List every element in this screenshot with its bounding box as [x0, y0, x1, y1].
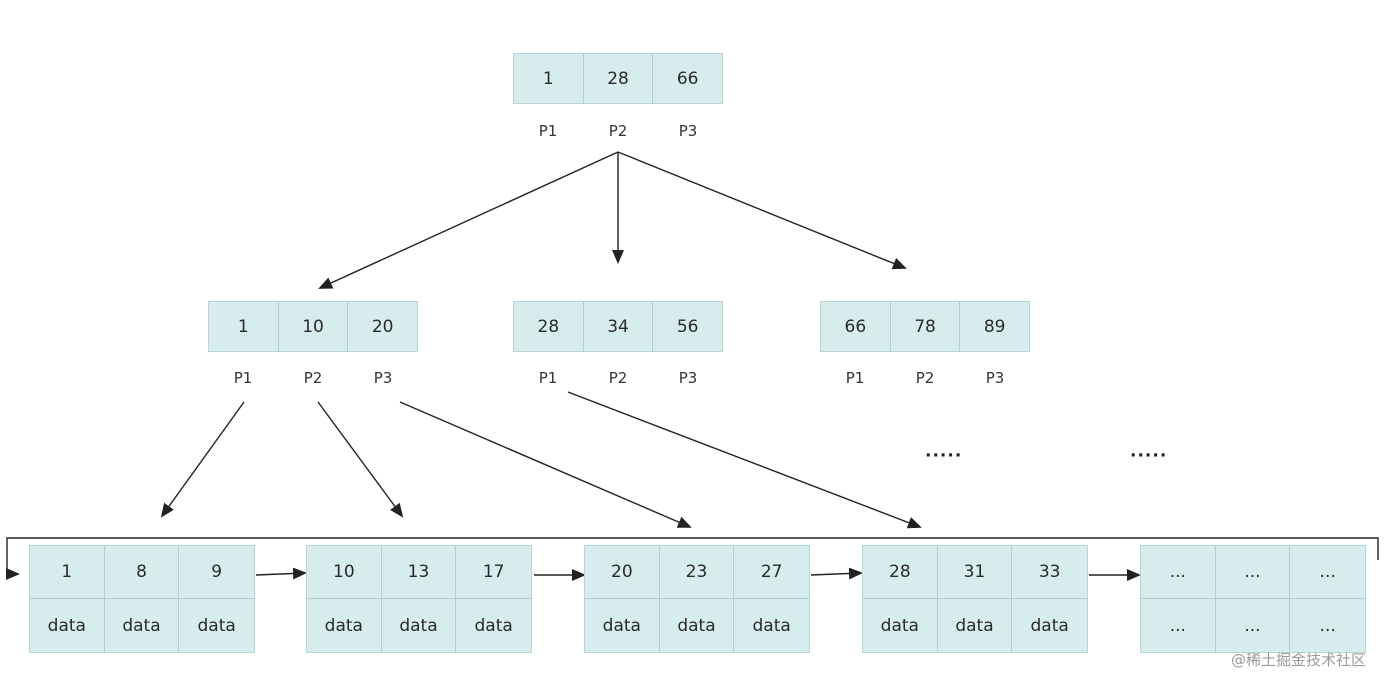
- root-pointers: P1 P2 P3: [513, 122, 723, 140]
- pointer-label: P1: [538, 369, 558, 387]
- leaf-data: data: [1030, 615, 1069, 636]
- leaf-data: data: [585, 599, 660, 652]
- edge-internal2-p1-to-leaf-4: [567, 391, 922, 529]
- root-node: 1 28 66: [513, 53, 723, 104]
- edge-root-p2-to-internal-1: [318, 151, 619, 289]
- leaf-key: 28: [863, 546, 938, 599]
- pointer-label: P2: [303, 369, 323, 387]
- pointer-label: P1: [845, 369, 865, 387]
- leaf-data: data: [863, 599, 938, 652]
- internal-3-pointers: P1 P2 P3: [820, 369, 1030, 387]
- leaf-key: ...: [1290, 546, 1365, 599]
- internal-key: 78: [891, 302, 961, 351]
- internal-node-3: 66 78 89: [820, 301, 1030, 352]
- root-key: 28: [584, 54, 654, 103]
- leaf-data: data: [938, 599, 1013, 652]
- leaf-key: ...: [1215, 546, 1291, 599]
- leaf-node-1: 1 8 9 data data data: [29, 545, 255, 653]
- leaf-node-3: 20 23 27 data data data: [584, 545, 810, 653]
- internal-key: 34: [584, 302, 654, 351]
- leaf-data: data: [660, 599, 735, 652]
- leaf-key: 13: [381, 546, 457, 599]
- edge-internal1-p3-to-leaf-3: [399, 401, 692, 528]
- internal-key: 10: [279, 302, 349, 351]
- root-key: 1: [514, 54, 584, 103]
- leaf-key: ...: [1141, 546, 1216, 599]
- leaf-key: 31: [937, 546, 1013, 599]
- leaf-data: data: [752, 615, 791, 636]
- edge-root-p2-to-internal-3: [617, 151, 907, 270]
- internal-key: 1: [209, 302, 279, 351]
- pointer-label: P2: [608, 122, 628, 140]
- internal-key: 66: [821, 302, 891, 351]
- leaf-link-1: [255, 567, 307, 580]
- internal-2-pointers: P1 P2 P3: [513, 369, 723, 387]
- leaf-link-3: [810, 567, 863, 580]
- ellipsis-marker: ·····: [925, 446, 963, 466]
- internal-key: 20: [371, 316, 394, 337]
- pointer-label: P3: [985, 369, 1005, 387]
- leaf-key: 9: [179, 546, 254, 599]
- internal-1-pointers: P1 P2 P3: [208, 369, 418, 387]
- internal-key: 56: [676, 316, 699, 337]
- leaf-key: 8: [104, 546, 180, 599]
- leaf-data: data: [307, 599, 382, 652]
- leaf-node-5: ... ... ... ... ... ...: [1140, 545, 1366, 653]
- leaf-key: 20: [585, 546, 660, 599]
- leaf-data: data: [105, 599, 180, 652]
- leaf-key: 17: [456, 546, 531, 599]
- internal-node-2: 28 34 56: [513, 301, 723, 352]
- internal-key: 89: [983, 316, 1006, 337]
- edge-internal1-p1-to-leaf-1: [160, 401, 245, 518]
- internal-node-1: 1 10 20: [208, 301, 418, 352]
- leaf-data: ...: [1319, 615, 1336, 636]
- pointer-label: P2: [915, 369, 935, 387]
- leaf-node-4: 28 31 33 data data data: [862, 545, 1088, 653]
- pointer-label: P1: [538, 122, 558, 140]
- leaf-node-2: 10 13 17 data data data: [306, 545, 532, 653]
- leaf-data: data: [382, 599, 457, 652]
- watermark: @稀土掘金技术社区: [1230, 651, 1366, 669]
- pointer-label: P3: [678, 369, 698, 387]
- leaf-key: 27: [734, 546, 809, 599]
- ellipsis-marker: ·····: [1130, 446, 1168, 466]
- leaf-wrap-link: [6, 537, 1379, 580]
- root-key: 66: [676, 68, 699, 89]
- pointer-label: P3: [678, 122, 698, 140]
- leaf-key: 10: [307, 546, 382, 599]
- edge-internal1-p2-to-leaf-2: [317, 401, 404, 518]
- leaf-key: 1: [30, 546, 105, 599]
- internal-key: 28: [514, 302, 584, 351]
- leaf-data: ...: [1141, 599, 1216, 652]
- leaf-data: data: [474, 615, 513, 636]
- leaf-data: ...: [1216, 599, 1291, 652]
- leaf-key: 23: [659, 546, 735, 599]
- leaf-data: data: [197, 615, 236, 636]
- pointer-label: P3: [373, 369, 393, 387]
- pointer-label: P1: [233, 369, 253, 387]
- pointer-label: P2: [608, 369, 628, 387]
- leaf-data: data: [30, 599, 105, 652]
- leaf-key: 33: [1012, 546, 1087, 599]
